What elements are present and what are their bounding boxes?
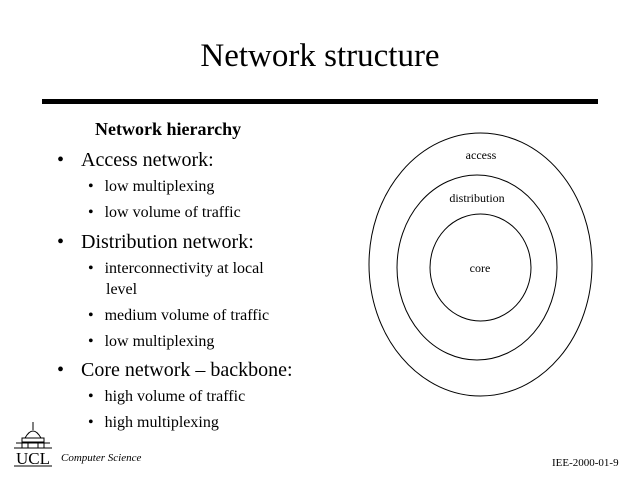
distribution-label: distribution [449,191,504,205]
sub-bullet: •high multiplexing [88,414,219,431]
core-label: core [470,261,491,275]
sub-bullet: •medium volume of traffic [88,307,270,324]
sub-bullet: •high volume of traffic [88,388,246,405]
bullet-access: •Access network: [57,149,214,171]
ucl-logo: UCL [14,422,52,468]
slide-title: Network structure [200,38,440,74]
bullet-core: •Core network – backbone: [57,359,293,381]
sub-bullet: •interconnectivity at local [88,260,264,277]
access-ring [368,132,593,397]
title-divider [42,99,598,104]
access-label: access [466,148,497,162]
core-ring [429,213,532,322]
sub-bullet-continued: level [106,281,138,298]
subheading: Network hierarchy [95,119,242,139]
sub-bullet: •low volume of traffic [88,204,241,221]
svg-text:UCL: UCL [16,449,50,468]
distribution-ring [396,174,558,361]
bullet-distribution: •Distribution network: [57,231,254,253]
sub-bullet: •low multiplexing [88,333,215,350]
sub-bullet: •low multiplexing [88,178,215,195]
department-name: Computer Science [61,452,142,464]
slide-code: IEE-2000-01-9 [552,457,619,469]
